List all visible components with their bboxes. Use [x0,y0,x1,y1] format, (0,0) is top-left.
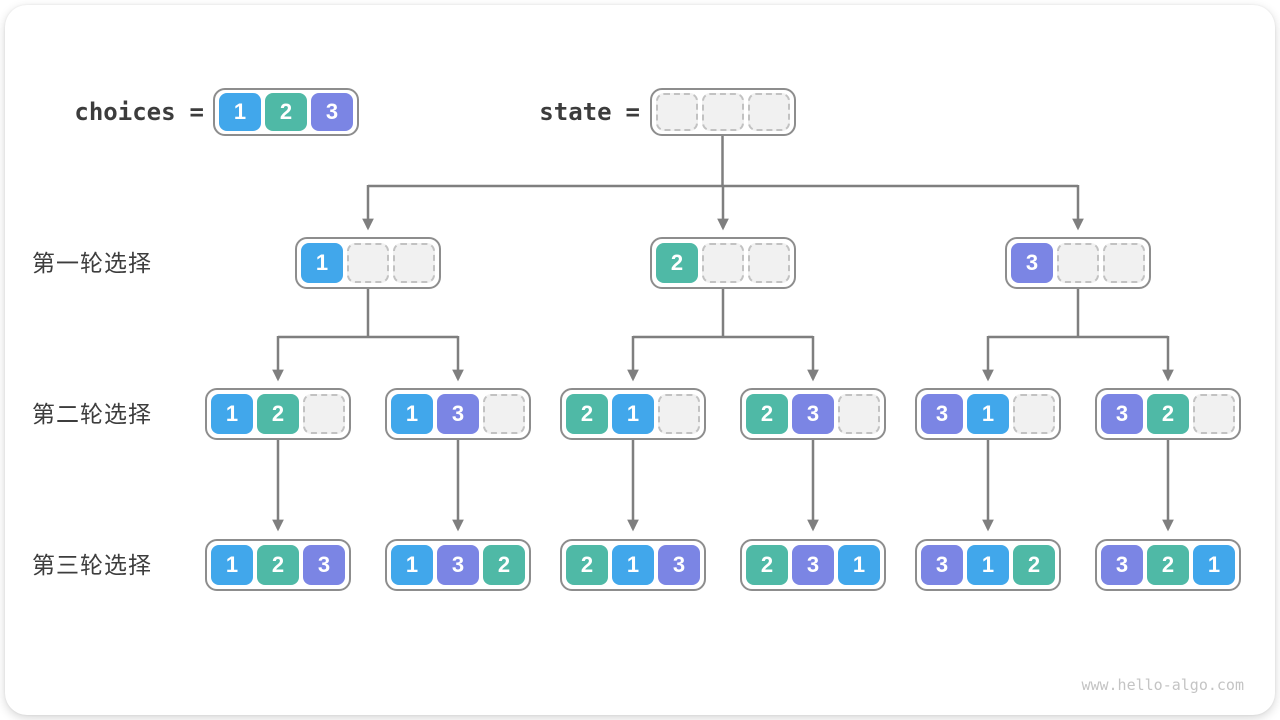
value-cell-3: 3 [921,394,963,434]
value-cell-1: 1 [219,93,261,131]
value-cell-1: 1 [211,394,253,434]
diagram-card: choices = state = 第一轮选择 第二轮选择 第三轮选择 www.he… [5,5,1275,715]
empty-cell [1103,243,1145,283]
value-cell-3: 3 [437,545,479,585]
watermark: www.hello-algo.com [1081,676,1244,694]
value-cell-3: 3 [311,93,353,131]
value-cell-3: 3 [303,545,345,585]
empty-cell [483,394,525,434]
choices-label: choices = [58,96,204,128]
empty-cell [656,93,698,131]
value-cell-2: 2 [566,394,608,434]
value-cell-2: 2 [265,93,307,131]
value-cell-1: 1 [612,545,654,585]
value-cell-3: 3 [921,545,963,585]
value-cell-3: 3 [1011,243,1053,283]
value-cell-2: 2 [257,545,299,585]
state-keyword: state [539,98,612,126]
empty-cell [658,394,700,434]
choices-keyword: choices [74,98,176,126]
value-cell-1: 1 [391,394,433,434]
row-label-round-2: 第二轮选择 [32,401,152,427]
value-cell-3: 3 [792,545,834,585]
empty-cell [1193,394,1235,434]
empty-cell [347,243,389,283]
value-cell-2: 2 [1147,394,1189,434]
empty-cell [303,394,345,434]
value-cell-2: 2 [1147,545,1189,585]
value-cell-1: 1 [612,394,654,434]
value-cell-1: 1 [1193,545,1235,585]
empty-cell [1013,394,1055,434]
state-equals: = [625,98,640,126]
state-box [650,88,796,136]
value-cell-1: 1 [967,545,1009,585]
empty-cell [702,93,744,131]
value-cell-1: 1 [391,545,433,585]
value-cell-1: 1 [838,545,880,585]
value-cell-3: 3 [437,394,479,434]
empty-cell [702,243,744,283]
empty-cell [393,243,435,283]
value-cell-2: 2 [483,545,525,585]
empty-cell [838,394,880,434]
value-cell-2: 2 [1013,545,1055,585]
empty-cell [1057,243,1099,283]
value-cell-2: 2 [746,545,788,585]
round-1-box-3: 3 [1005,237,1151,289]
value-cell-3: 3 [658,545,700,585]
choices-equals: = [189,98,204,126]
value-cell-3: 3 [1101,545,1143,585]
value-cell-3: 3 [1101,394,1143,434]
value-cell-1: 1 [967,394,1009,434]
value-cell-2: 2 [656,243,698,283]
value-cell-1: 1 [211,545,253,585]
row-label-round-3: 第三轮选择 [32,552,152,578]
row-label-round-1: 第一轮选择 [32,250,152,276]
value-cell-3: 3 [792,394,834,434]
round-1-box-1: 1 [295,237,441,289]
empty-cell [748,93,790,131]
value-cell-2: 2 [257,394,299,434]
empty-cell [748,243,790,283]
value-cell-2: 2 [566,545,608,585]
state-label: state = [494,96,640,128]
round-1-box-2: 2 [650,237,796,289]
value-cell-1: 1 [301,243,343,283]
value-cell-2: 2 [746,394,788,434]
